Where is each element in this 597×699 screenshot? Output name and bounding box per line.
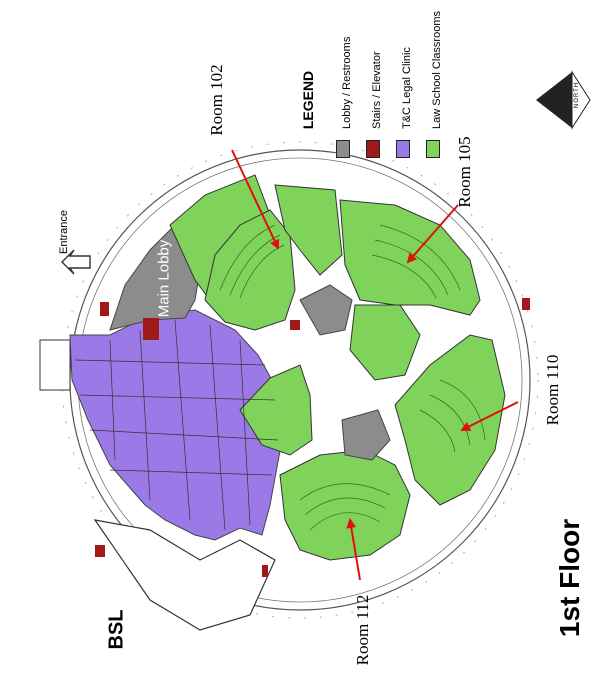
bsl-wing-outline [93, 519, 276, 631]
legend-swatch-lobby [336, 140, 350, 158]
legend-label-lobby: Lobby / Restrooms [341, 36, 353, 129]
classroom-room-105 [339, 199, 481, 316]
classroom-small-upper [274, 184, 343, 276]
room-arrows [231, 149, 519, 581]
entrance-label: Entrance [58, 209, 70, 255]
arrow-room-110 [460, 401, 519, 431]
arrow-room-112 [346, 518, 361, 581]
legend-label-classrooms: Law School Classrooms [431, 11, 443, 129]
legend-heading: LEGEND [300, 70, 316, 130]
room-label-112: Room 112 [353, 594, 372, 666]
stairs-main [143, 318, 159, 340]
legal-clinic-region [69, 309, 283, 541]
room-label-105: Room 105 [455, 136, 474, 208]
restroom-core-upper [299, 284, 353, 336]
north-label: NORTH [574, 81, 580, 109]
legend-swatch-classrooms [426, 140, 440, 158]
classroom-room-110 [394, 334, 506, 506]
legend-swatch-clinic [396, 140, 410, 158]
legend-swatch-stairs [366, 140, 380, 158]
left-wing-outline [39, 339, 71, 391]
legend-label-clinic: T&C Legal Clinic [401, 47, 413, 129]
classroom-center-left [239, 364, 313, 456]
legend-label-stairs: Stairs / Elevator [371, 51, 383, 129]
stairs-right [522, 298, 530, 310]
stairs-bottom [262, 565, 268, 577]
stairs-bsl [95, 545, 105, 557]
stairs-upper-right [290, 320, 300, 330]
clinic-room-grid [74, 319, 279, 531]
north-arrow-icon [536, 70, 591, 130]
classroom-small-right [349, 304, 421, 381]
room-label-110: Room 110 [543, 354, 562, 426]
arrow-room-102 [231, 149, 280, 250]
entrance-arrow-icon [61, 249, 91, 275]
stairs-top [100, 302, 109, 316]
room-label-102: Room 102 [207, 64, 226, 136]
arrow-room-105 [406, 204, 459, 264]
main-lobby-label: Main Lobby [155, 239, 173, 318]
courtyard-dots [61, 141, 539, 619]
classroom-room-112 [279, 449, 411, 561]
page-title: 1st Floor [554, 518, 585, 638]
bsl-label: BSL [105, 609, 128, 650]
restroom-core-lower [341, 409, 391, 461]
